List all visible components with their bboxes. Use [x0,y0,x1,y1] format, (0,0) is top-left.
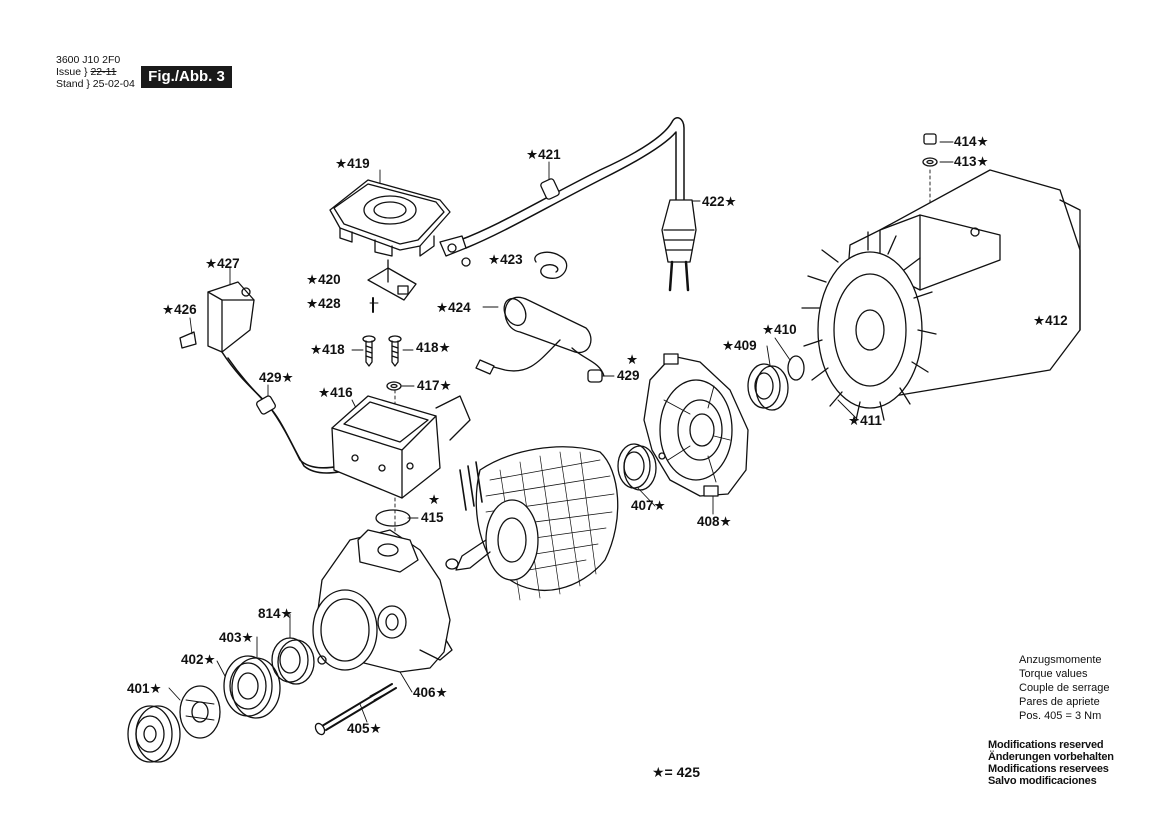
label-429-right-star: ★ [626,352,639,367]
part-407-bearing [618,444,656,490]
torque-line-de: Anzugsmomente [1019,654,1102,666]
part-418-screws [363,336,401,366]
stand-line: Stand } 25-02-04 [56,78,135,90]
torque-line-en: Torque values [1019,668,1088,680]
label-407: 407★ [631,498,666,513]
part-pump-housing [313,530,452,672]
torque-line-value: Pos. 405 = 3 Nm [1019,710,1102,722]
label-409: ★409 [722,338,757,353]
label-410: ★410 [762,322,797,337]
label-414: 414★ [954,134,989,149]
label-412: ★412 [1033,313,1068,328]
modifications-note: Modifications reserved Änderungen vorbeh… [988,739,1114,787]
part-405-bolt [314,684,396,736]
part-415-o-ring [376,510,410,526]
label-424: ★424 [436,300,471,315]
star-footnote: ★= 425 [652,764,700,780]
torque-line-es: Pares de apriete [1019,696,1100,708]
part-814-seal [272,638,314,684]
modifications-fr: Modifications reservees [988,763,1109,775]
label-406: 406★ [413,685,448,700]
label-415-star: ★ [428,492,441,507]
part-rotor [446,447,618,600]
label-423: ★423 [488,252,523,267]
part-421-422-power-cable [440,118,696,290]
label-408: 408★ [697,514,732,529]
modifications-es: Salvo modificaciones [988,775,1097,787]
part-413-414-screw-washer [923,134,937,166]
part-417-washer [387,382,401,390]
modifications-en: Modifications reserved [988,739,1104,751]
stand-value: 25-02-04 [92,78,135,90]
modifications-de: Änderungen vorbehalten [988,751,1114,763]
label-428: ★428 [306,296,341,311]
label-429-left: 429★ [259,370,294,385]
label-418-left: ★418 [310,342,345,357]
issue-value: 22-11 [90,66,117,78]
part-401-nozzle [128,706,180,762]
label-402: 402★ [181,652,216,667]
part-412-motor-housing [802,170,1080,420]
label-427: ★427 [205,256,240,271]
issue-label: Issue [56,66,82,78]
document-header: 3600 J10 2F0 Issue } 22-11 Stand } 25-02… [56,54,135,90]
label-416: ★416 [318,385,353,400]
part-420-plate [368,260,416,312]
label-814: 814★ [258,606,293,621]
label-403: 403★ [219,630,254,645]
part-410-o-ring [788,356,804,380]
document-number: 3600 J10 2F0 [56,54,121,66]
label-415: 415 [421,510,444,525]
part-416-terminal-box [332,396,470,498]
figure-label: Fig./Abb. 3 [141,66,232,88]
part-427-switch [180,282,358,473]
label-405: 405★ [347,721,382,736]
torque-values-note: Anzugsmomente Torque values Couple de se… [1019,653,1110,723]
part-409-ring [748,364,788,410]
label-419: ★419 [335,156,370,171]
label-411: ★411 [848,413,882,428]
part-402-impeller [180,686,220,738]
label-420: ★420 [306,272,341,287]
label-429-right: 429 [617,368,640,383]
part-419-cover [330,180,450,256]
label-421: ★421 [526,147,561,162]
part-403-bearing [224,656,280,718]
label-418-right: 418★ [416,340,451,355]
label-413: 413★ [954,154,989,169]
label-417: 417★ [417,378,452,393]
label-426: ★426 [162,302,197,317]
label-401: 401★ [127,681,162,696]
part-423-clip [535,252,567,278]
part-424-capacitor [476,295,604,382]
stand-label: Stand [56,78,84,90]
issue-line: Issue } 22-11 [56,66,117,78]
torque-line-fr: Couple de serrage [1019,682,1110,694]
label-422: 422★ [702,194,737,209]
part-408-end-shield [644,354,748,496]
